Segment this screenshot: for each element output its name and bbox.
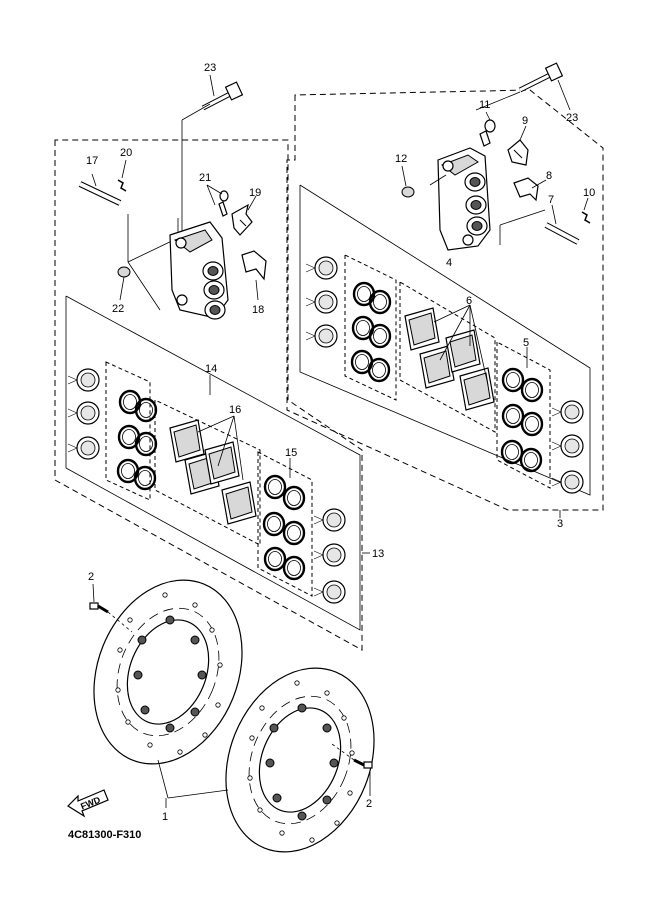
callout-15: 15 [285, 447, 297, 459]
right-caliper-group [286, 62, 604, 518]
callout-14: 14 [205, 363, 217, 375]
callout-23-left: 23 [204, 62, 216, 74]
brake-disc-left[interactable] [68, 558, 269, 787]
right-pads-6[interactable] [399, 281, 496, 433]
callout-5: 5 [523, 337, 529, 349]
clip-10[interactable] [581, 211, 591, 224]
diagram-code: 4C81300-F310 [68, 829, 141, 841]
pad-support-18[interactable] [241, 250, 267, 281]
callout-7: 7 [548, 194, 554, 206]
bleeder-21[interactable] [218, 190, 229, 217]
callout-23-right: 23 [566, 112, 578, 124]
callout-17: 17 [86, 155, 98, 167]
callout-2-left: 2 [88, 571, 94, 583]
fwd-arrow-icon: FWD [67, 789, 109, 818]
callout-8: 8 [546, 170, 552, 182]
callout-18: 18 [252, 304, 264, 316]
callout-6: 6 [466, 295, 472, 307]
spring-9[interactable] [507, 139, 529, 166]
left-pistons-kit-14[interactable] [67, 361, 158, 501]
left-outer-pistons[interactable] [313, 508, 346, 604]
pad-support-8[interactable] [513, 177, 539, 202]
callout-10: 10 [583, 187, 595, 199]
bleeder-11[interactable] [479, 119, 496, 147]
callout-16: 16 [229, 404, 241, 416]
spring-19[interactable] [231, 203, 253, 236]
cap-22[interactable] [117, 266, 131, 278]
pin-7[interactable] [544, 222, 580, 245]
bolt-23-left[interactable] [201, 81, 244, 111]
callout-20: 20 [120, 147, 132, 159]
disc-bolt-2-right[interactable] [353, 758, 373, 769]
fwd-label: FWD [79, 794, 102, 811]
left-caliper-group [54, 74, 370, 651]
kit-14-outline [65, 295, 361, 631]
cap-12[interactable] [401, 186, 415, 198]
callout-4: 4 [446, 257, 452, 269]
callout-21: 21 [199, 172, 211, 184]
left-seals-15[interactable] [257, 451, 313, 597]
kit-3-outline [286, 89, 604, 511]
clip-20[interactable] [117, 179, 127, 192]
callout-12: 12 [395, 153, 407, 165]
kit-4-outline [299, 184, 591, 496]
callout-22: 22 [112, 303, 124, 315]
callout-labels: 23 23 11 9 12 8 10 7 4 6 5 3 17 20 21 19… [68, 62, 595, 841]
callout-3: 3 [557, 518, 563, 530]
right-pistons-kit-4[interactable] [305, 254, 397, 401]
callout-2-right: 2 [366, 798, 372, 810]
callout-19: 19 [249, 187, 261, 199]
right-seals-5[interactable] [496, 341, 551, 489]
disc-bolt-2-left[interactable] [89, 602, 109, 614]
callout-1: 1 [162, 811, 168, 823]
brake-disc-right[interactable] [200, 646, 401, 875]
callout-9: 9 [522, 115, 528, 127]
bolt-23-right[interactable] [518, 62, 564, 93]
left-pads-16[interactable] [154, 399, 261, 546]
right-caliper-body[interactable] [437, 147, 491, 251]
callout-13: 13 [372, 548, 384, 560]
right-outer-pistons[interactable] [551, 400, 584, 494]
kit-13-outline [54, 139, 363, 651]
left-caliper-body[interactable] [169, 221, 229, 320]
pin-17[interactable] [78, 181, 122, 206]
callout-11: 11 [479, 99, 490, 111]
